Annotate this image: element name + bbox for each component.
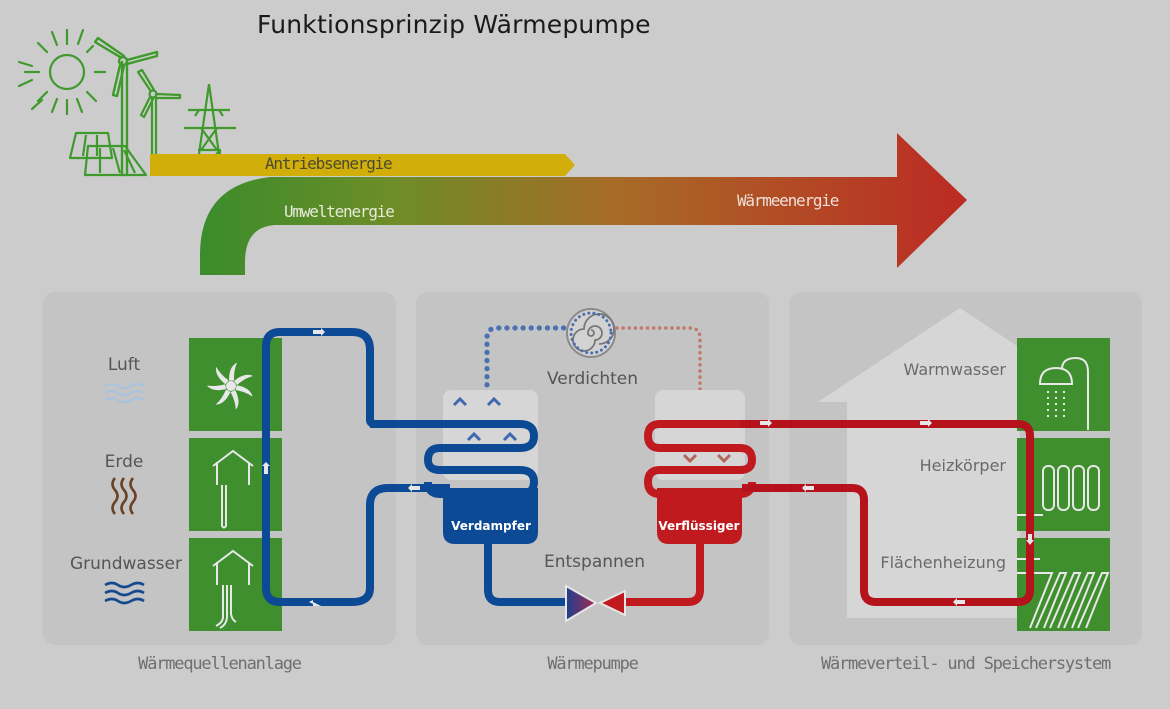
drive-energy-band [150,154,575,176]
groundwater-well-icon [212,549,254,629]
source-label-air: Luft [107,355,141,375]
energy-flow-arrow [200,133,967,275]
evaporator-body [443,488,538,544]
suction-line-dots [484,325,570,396]
environment-energy-label: Umweltenergie [284,202,395,221]
heat-energy-label: Wärmeenergie [737,191,839,210]
drive-energy-label: Antriebsenergie [265,154,393,173]
source-label-earth: Erde [104,452,144,472]
distribution-flow-arrows [760,419,1034,606]
expansion-valve-icon [565,584,626,623]
expand-label: Entspannen [544,552,646,572]
condenser-body [657,488,742,544]
heat-pump-caption: Wärmepumpe [547,654,639,674]
dist-label-floor-heating: Flächenheizung [880,553,1006,572]
water-waves-icon [104,581,145,605]
ground-probe-icon [212,449,254,529]
shower-icon [1038,356,1089,430]
compressor-icon [566,308,616,358]
source-caption: Wärmequellenanlage [138,654,302,674]
evaporator-vapor-arrows [452,396,518,442]
source-label-groundwater: Grundwasser [70,554,182,574]
dist-label-radiator: Heizkörper [919,456,1006,475]
air-waves-icon [104,383,145,403]
fan-icon [206,361,254,410]
flow-arrow-icons [262,328,420,606]
condenser-outlet-pipe [620,544,704,606]
earth-heat-icon [111,477,137,515]
radiator-icon [1017,465,1100,516]
sun-icon [17,28,107,116]
compress-label: Verdichten [547,369,638,389]
page-title: Funktionsprinzip Wärmepumpe [257,10,651,39]
evaporator-housing [443,390,538,480]
house-shape [818,308,1020,618]
condenser-drops [682,453,732,464]
heat-pump-panel [416,292,769,645]
distribution-caption: Wärmeverteil- und Speichersystem [820,654,1111,674]
distribution-loop-pipe [740,420,1034,606]
dist-label-hot-water: Warmwasser [903,360,1006,379]
solar-panel-icon [68,131,148,177]
condenser-label: Verflüssiger [658,519,740,533]
evaporator-label: Verdampfer [451,519,531,533]
evaporator-outlet-pipe [484,544,570,606]
pressure-line-dots [615,326,702,395]
